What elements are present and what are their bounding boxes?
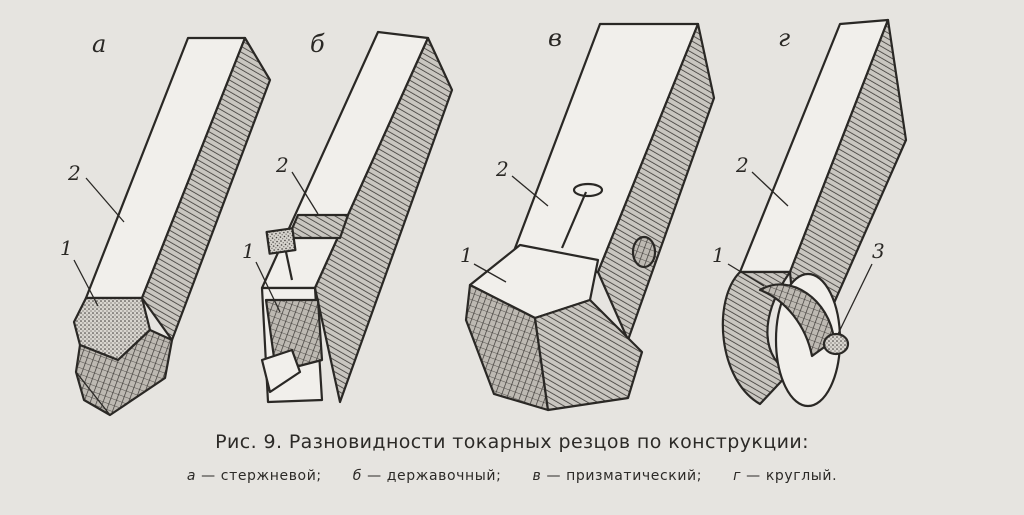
part-label-1: 1 (460, 243, 473, 267)
part-label-2: 2 (275, 153, 289, 177)
round-cutter-drawing (721, 18, 908, 408)
legend-item-v: в — призматический; (532, 468, 703, 484)
panel-letter-v: в (548, 24, 562, 52)
leader-line (85, 177, 125, 223)
prismatic-cutter-drawing (464, 22, 716, 412)
panel-b: б 2 1 (242, 30, 454, 404)
part-label-1: 1 (712, 243, 725, 267)
leader-line (291, 171, 319, 215)
panel-letter-b: б (310, 30, 325, 58)
part-label-2: 2 (67, 161, 81, 185)
legend-item-a: а — стержневой; (186, 468, 322, 484)
holder-cutter-drawing (260, 30, 454, 404)
part-label-1: 1 (242, 239, 255, 263)
figure-caption: Рис. 9. Разновидности токарных резцов по… (215, 431, 809, 453)
leader-line (255, 261, 281, 313)
leader-line (837, 263, 873, 335)
part-label-1: 1 (60, 236, 73, 260)
figure-legend: а — стержневой; б — державочный; в — при… (0, 468, 1024, 484)
legend-item-b: б — державочный; (352, 468, 502, 484)
leader-line (511, 175, 549, 207)
leader-line (73, 259, 99, 307)
leader-line (473, 263, 507, 283)
part-label-3: 3 (872, 239, 885, 263)
panel-g: г 2 1 3 (712, 18, 908, 408)
legend-item-g: г — круглый. (733, 468, 838, 484)
part-label-2: 2 (735, 153, 749, 177)
panel-v: в 2 1 (460, 22, 716, 412)
panel-letter-a: а (92, 30, 106, 58)
shank-cutter-drawing (72, 36, 272, 417)
leader-line (751, 171, 789, 207)
panel-a: а 2 1 (60, 30, 272, 417)
leader-line (727, 263, 765, 287)
panel-letter-g: г (778, 24, 790, 52)
part-label-2: 2 (495, 157, 509, 181)
tool-illustrations: а 2 1 б 2 1 в (60, 18, 908, 417)
